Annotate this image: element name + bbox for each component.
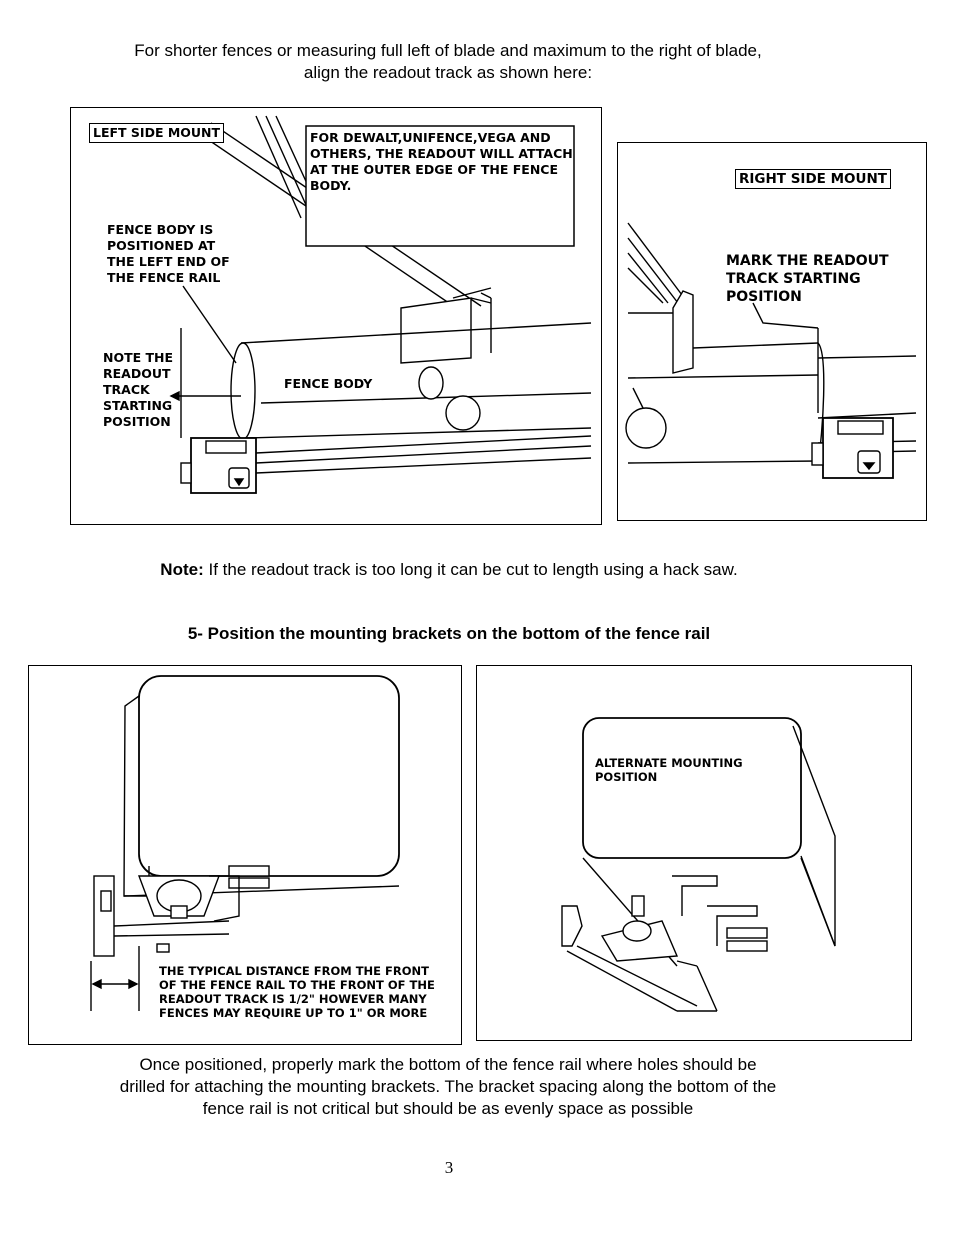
dewalt-callout: FOR DEWALT,UNIFENCE,VEGA AND OTHERS, THE… (310, 130, 575, 194)
mark-note-line-1: MARK THE READOUT (726, 253, 889, 269)
left-side-mount-title: LEFT SIDE MOUNT (89, 123, 225, 143)
step-5-heading: 5- Position the mounting brackets on the… (187, 624, 711, 643)
outro-line-1: Once positioned, properly mark the botto… (139, 1055, 757, 1074)
bracket-distance-drawing (90, 675, 400, 1011)
alternate-mounting-label: ALTERNATE MOUNTING POSITION (595, 756, 743, 784)
intro-text: For shorter fences or measuring full lef… (60, 40, 836, 84)
track-note-line-5: POSITION (103, 414, 171, 429)
outro-line-3: fence rail is not critical but should be… (202, 1099, 694, 1118)
track-note-line-2: READOUT (103, 366, 171, 381)
distance-note-line-3: READOUT TRACK IS 1/2" HOWEVER MANY (159, 992, 427, 1006)
mark-note-line-2: TRACK STARTING (726, 271, 861, 287)
alternate-mounting-drawing (561, 717, 836, 1012)
right-mount-drawing (625, 222, 917, 479)
readout-track-start-note: NOTE THE READOUT TRACK STARTING POSITION (103, 350, 173, 430)
figure-bracket-distance: THE TYPICAL DISTANCE FROM THE FRONT OF T… (28, 665, 462, 1045)
note-text: If the readout track is too long it can … (203, 560, 738, 579)
fence-body-label: FENCE BODY (284, 376, 373, 391)
callout-line-2: OTHERS, THE READOUT WILL ATTACH (310, 146, 573, 161)
track-note-line-3: TRACK (103, 382, 150, 397)
intro-line-2: align the readout track as shown here: (303, 63, 593, 82)
fence-body-note-line-3: THE LEFT END OF (107, 254, 230, 269)
page-number: 3 (444, 1158, 454, 1177)
alternate-line-1: ALTERNATE MOUNTING (595, 756, 743, 770)
outro-text: Once positioned, properly mark the botto… (60, 1054, 836, 1120)
callout-line-1: FOR DEWALT,UNIFENCE,VEGA AND (310, 130, 551, 145)
right-side-mount-title: RIGHT SIDE MOUNT (735, 169, 891, 189)
fence-body-position-note: FENCE BODY IS POSITIONED AT THE LEFT END… (107, 222, 230, 286)
alternate-line-2: POSITION (595, 770, 658, 784)
figure-alternate-mounting: ALTERNATE MOUNTING POSITION (476, 665, 912, 1041)
track-note-line-4: STARTING (103, 398, 173, 413)
callout-line-4: BODY. (310, 178, 352, 193)
fence-body-note-line-1: FENCE BODY IS (107, 222, 214, 237)
fence-body-note-line-4: THE FENCE RAIL (107, 270, 221, 285)
distance-note-line-1: THE TYPICAL DISTANCE FROM THE FRONT (159, 964, 429, 978)
distance-note-line-4: FENCES MAY REQUIRE UP TO 1" OR MORE (159, 1006, 428, 1020)
figure-left-side-mount: LEFT SIDE MOUNT FOR DEWALT,UNIFENCE,VEGA… (70, 107, 602, 525)
intro-line-1: For shorter fences or measuring full lef… (134, 41, 762, 60)
outro-line-2: drilled for attaching the mounting brack… (119, 1077, 777, 1096)
left-mount-drawing (169, 115, 592, 494)
figure-right-side-mount: RIGHT SIDE MOUNT MARK THE READOUT TRACK … (617, 142, 927, 521)
track-note-line-1: NOTE THE (103, 350, 174, 365)
distance-note-line-2: OF THE FENCE RAIL TO THE FRONT OF THE (159, 978, 435, 992)
typical-distance-note: THE TYPICAL DISTANCE FROM THE FRONT OF T… (159, 964, 435, 1020)
note-label: Note: (160, 560, 204, 579)
note-paragraph: Note: If the readout track is too long i… (0, 560, 898, 580)
mark-note-line-3: POSITION (726, 289, 802, 305)
callout-line-3: AT THE OUTER EDGE OF THE FENCE (310, 162, 558, 177)
fence-body-note-line-2: POSITIONED AT (107, 238, 216, 253)
mark-track-start-note: MARK THE READOUT TRACK STARTING POSITION (726, 252, 889, 306)
